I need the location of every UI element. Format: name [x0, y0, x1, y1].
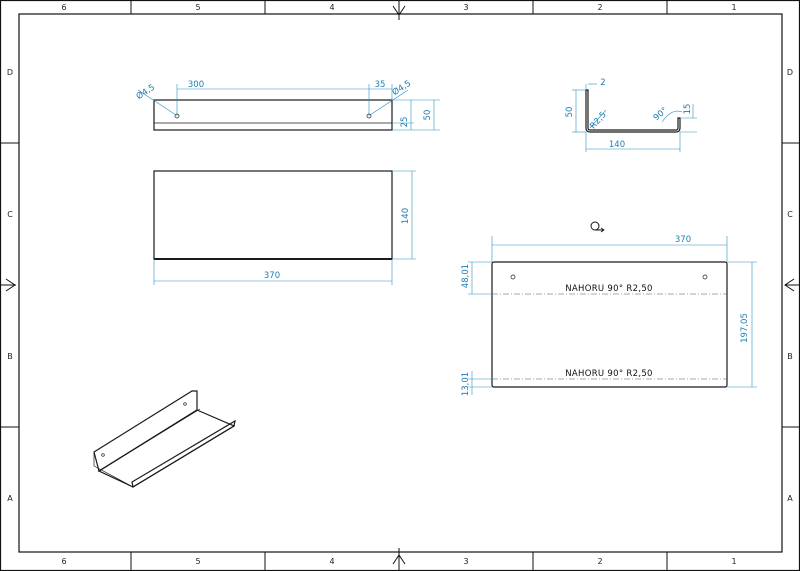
- flat-pattern-icon: [590, 221, 605, 233]
- svg-text:D: D: [7, 68, 13, 77]
- dim-height-back: 50: [565, 107, 575, 118]
- iso-view: [93, 390, 236, 488]
- dim-angle: 90°: [652, 106, 670, 123]
- zone-labels-right: D C B A: [787, 68, 793, 503]
- svg-text:B: B: [787, 352, 793, 361]
- svg-text:3: 3: [463, 3, 468, 12]
- dim-lip: 15: [683, 104, 693, 115]
- dim-height: 140: [401, 208, 411, 224]
- svg-text:B: B: [7, 352, 13, 361]
- dim-flat-length: 197,05: [740, 313, 750, 343]
- svg-text:2: 2: [597, 3, 602, 12]
- svg-text:6: 6: [61, 557, 66, 566]
- dim-edge-offset: 35: [375, 80, 386, 90]
- svg-text:C: C: [7, 210, 13, 219]
- flat-hole-left: [510, 274, 516, 280]
- dim-spacing: 300: [188, 80, 204, 90]
- bend-note-2: NAHORU 90° R2,50: [565, 369, 652, 379]
- svg-text:1: 1: [731, 3, 736, 12]
- dim-thickness: 2: [600, 78, 605, 88]
- dim-offset-bottom: 13,01: [461, 372, 471, 396]
- flat-hole-right: [702, 274, 708, 280]
- svg-text:6: 6: [61, 3, 66, 12]
- dim-offset-top: 48,01: [461, 264, 471, 288]
- svg-text:5: 5: [195, 557, 200, 566]
- iso-floor: [97, 409, 236, 488]
- svg-text:C: C: [787, 210, 793, 219]
- bend-note-1: NAHORU 90° R2,50: [565, 284, 652, 294]
- drawing-frame: [18, 13, 783, 553]
- zone-labels-bottom: 6 5 4 3 2 1: [61, 557, 736, 566]
- svg-text:5: 5: [195, 3, 200, 12]
- front-view: 140 370: [153, 170, 416, 285]
- dim-flat-width: 370: [675, 235, 691, 245]
- svg-text:2: 2: [597, 557, 602, 566]
- iso-hole-left: [101, 453, 105, 457]
- dim-depth: 140: [609, 140, 625, 150]
- top-view: 300 35 Ø4,5 Ø4,5 25 50: [134, 78, 440, 131]
- dim-width: 370: [264, 271, 280, 281]
- svg-text:A: A: [787, 494, 793, 503]
- dim-hole-left: Ø4,5: [134, 82, 157, 102]
- zone-labels-left: D C B A: [7, 68, 13, 503]
- iso-lip: [131, 419, 236, 488]
- section-profile: [585, 89, 681, 133]
- flat-pattern: NAHORU 90° R2,50 NAHORU 90° R2,50 370 19…: [461, 221, 757, 396]
- dim-depth-inner: 25: [400, 117, 410, 128]
- svg-text:1: 1: [731, 557, 736, 566]
- dim-bend-radius: R2,5: [588, 110, 608, 131]
- svg-text:D: D: [787, 68, 793, 77]
- section-view: 2 50 R2,5 90° 15 140: [565, 78, 697, 152]
- svg-text:4: 4: [329, 557, 334, 566]
- flat-outline: [491, 261, 728, 388]
- dim-depth-total: 50: [423, 110, 433, 121]
- front-view-outline: [153, 170, 393, 260]
- iso-hole-right: [183, 402, 187, 406]
- svg-text:4: 4: [329, 3, 334, 12]
- svg-text:A: A: [7, 494, 13, 503]
- dim-hole-right: Ø4,5: [390, 78, 413, 98]
- zone-labels-top: 6 5 4 3 2 1: [61, 3, 736, 12]
- svg-text:3: 3: [463, 557, 468, 566]
- iso-back-wall: [93, 390, 198, 472]
- top-view-outline: [153, 99, 393, 131]
